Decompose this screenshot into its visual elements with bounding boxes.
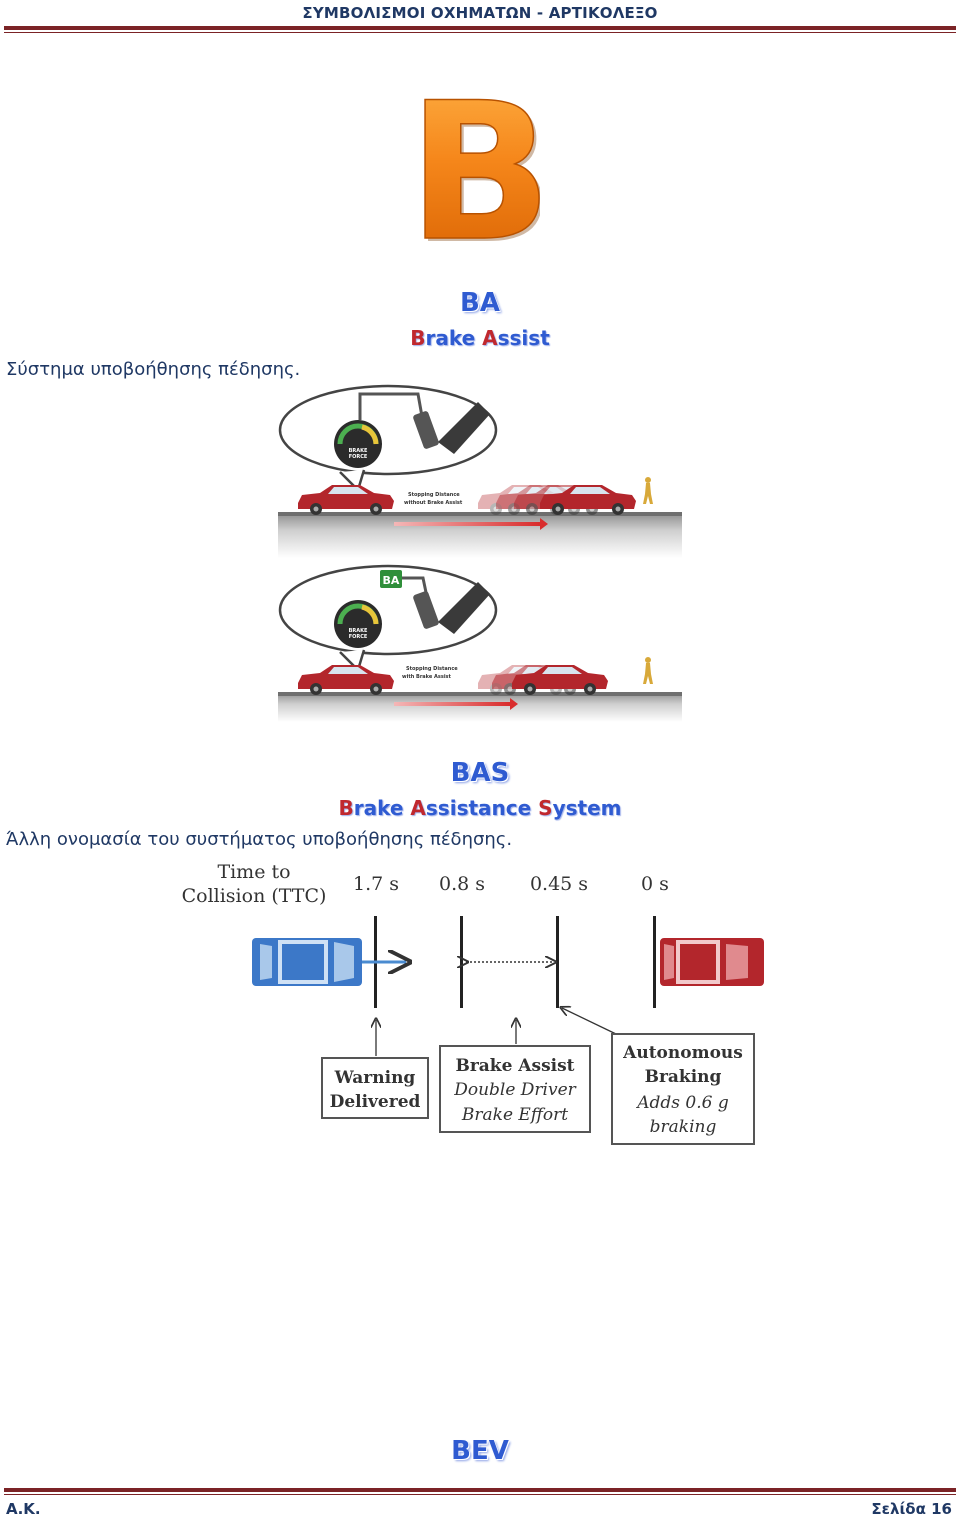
svg-text:Brake Assist: Brake Assist xyxy=(455,1056,574,1076)
svg-text:Double Driver: Double Driver xyxy=(453,1080,576,1100)
svg-text:Delivered: Delivered xyxy=(330,1092,421,1112)
footer-rule-thin xyxy=(4,1494,956,1495)
full-name-ba: Brake Assist xyxy=(410,326,550,350)
full-name-bas: Brake Assistance System xyxy=(338,796,622,820)
brake-assist-box: Brake Assist Double Driver Brake Effort xyxy=(439,1045,591,1133)
description-ba: Σύστημα υποβοήθησης πέδησης. xyxy=(6,359,301,380)
svg-text:braking: braking xyxy=(650,1117,717,1137)
svg-text:B: B xyxy=(420,88,540,248)
time-3: 0.45 s xyxy=(530,873,588,895)
description-bas: Άλλη ονομασία του συστήματος υποβοήθησης… xyxy=(6,829,513,850)
header-rule xyxy=(4,26,956,30)
blue-car-icon xyxy=(252,938,362,986)
brake-assist-illustration: BRAKE FORCE Stopping Distance without Br… xyxy=(278,384,682,722)
acronym-ba: BA xyxy=(460,288,500,318)
panel-with-brake-assist: BRAKE FORCE BA Stopping Distance with Br… xyxy=(278,564,682,722)
svg-text:Stopping Distance: Stopping Distance xyxy=(408,492,460,498)
svg-text:Brake Effort: Brake Effort xyxy=(461,1105,568,1125)
svg-text:with Brake Assist: with Brake Assist xyxy=(402,674,452,680)
svg-text:B: B xyxy=(420,88,540,248)
time-2: 0.8 s xyxy=(439,873,485,895)
svg-text:Autonomous: Autonomous xyxy=(622,1043,743,1063)
warning-delivered-box: Warning Delivered xyxy=(321,1057,429,1119)
ttc-label-line1: Time to xyxy=(217,861,290,883)
svg-text:BRAKE: BRAKE xyxy=(349,448,368,454)
header-title: ΣΥΜΒΟΛΙΣΜΟΙ ΟΧΗΜΑΤΩΝ - ΑΡΤΙΚΟΛΕΞΟ xyxy=(302,4,658,22)
acronym-bev: BEV xyxy=(451,1436,509,1466)
svg-text:FORCE: FORCE xyxy=(349,634,368,640)
svg-text:FORCE: FORCE xyxy=(349,454,368,460)
header-rule-thin xyxy=(4,32,956,33)
section-letter-b: B B xyxy=(420,88,540,248)
ba-badge: BA xyxy=(383,574,400,587)
svg-text:BRAKE: BRAKE xyxy=(349,628,368,634)
ttc-timeline-diagram: Time to Collision (TTC) 1.7 s 0.8 s 0.45… xyxy=(182,861,764,1145)
svg-text:Braking: Braking xyxy=(645,1067,722,1087)
time-1: 1.7 s xyxy=(353,873,399,895)
acronym-bas: BAS xyxy=(450,758,510,788)
time-4: 0 s xyxy=(641,873,669,895)
svg-text:without Brake Assist: without Brake Assist xyxy=(404,500,463,506)
panel-without-brake-assist: BRAKE FORCE Stopping Distance without Br… xyxy=(278,384,682,558)
red-car-icon xyxy=(660,938,764,986)
autonomous-braking-box: Autonomous Braking Adds 0.6 g braking xyxy=(611,1033,755,1145)
footer-author: Α.Κ. xyxy=(6,1500,41,1518)
svg-text:Stopping Distance: Stopping Distance xyxy=(406,666,458,672)
footer-rule xyxy=(4,1488,956,1492)
svg-text:Adds 0.6 g: Adds 0.6 g xyxy=(635,1093,729,1113)
ttc-label-line2: Collision (TTC) xyxy=(182,885,327,907)
svg-text:Warning: Warning xyxy=(334,1068,416,1088)
page-number: Σελίδα 16 xyxy=(871,1500,952,1518)
